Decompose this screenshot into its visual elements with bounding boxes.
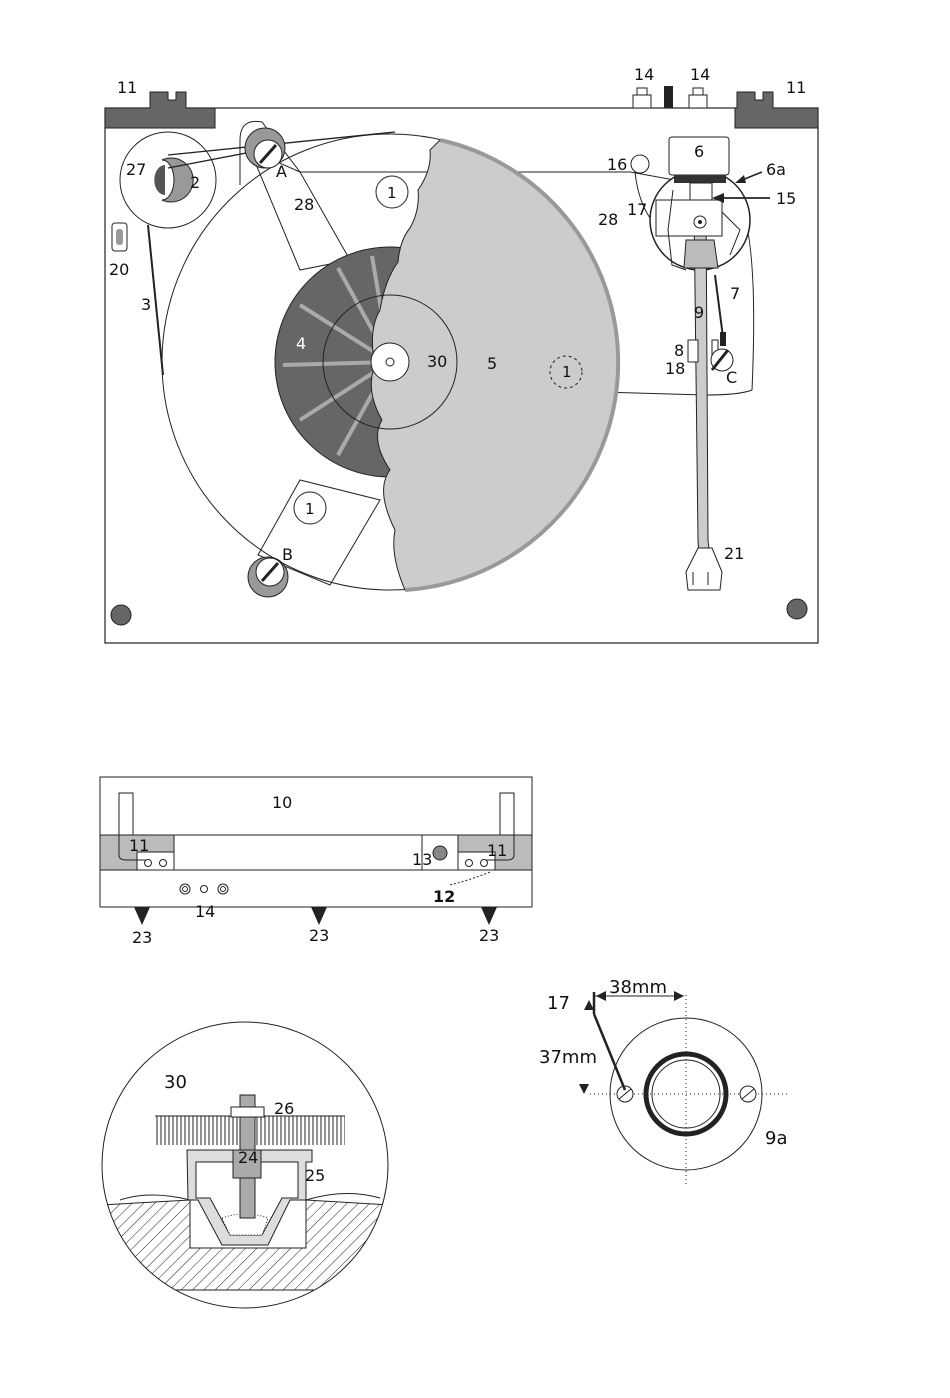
label-1-bottom: 1 (305, 500, 315, 518)
label-14-right: 14 (690, 65, 710, 84)
label-37mm: 37mm (539, 1047, 597, 1068)
label-23-middle: 23 (309, 926, 329, 945)
label-23-right: 23 (479, 926, 499, 945)
label-8: 8 (674, 341, 684, 360)
label-7: 7 (730, 284, 740, 303)
front-view: 10 11 11 13 14 12 23 23 23 (100, 777, 532, 947)
label-28-left: 28 (294, 195, 314, 214)
label-3: 3 (141, 295, 151, 314)
bearing-block (656, 200, 722, 236)
foot-23-middle (311, 907, 327, 925)
label-17: 17 (627, 200, 647, 219)
label-27: 27 (126, 160, 146, 179)
label-detail-30: 30 (164, 1072, 187, 1093)
detail-30: 30 26 24 25 (100, 1022, 390, 1308)
label-26: 26 (274, 1099, 294, 1118)
label-10: 10 (272, 793, 292, 812)
label-11-left: 11 (117, 78, 137, 97)
label-9a-17: 17 (547, 993, 570, 1014)
lid (100, 777, 532, 835)
motor-housing (120, 132, 216, 228)
foot-left (111, 605, 131, 625)
label-1-right: 1 (562, 363, 572, 381)
label-6: 6 (694, 142, 704, 161)
label-1-top: 1 (387, 184, 397, 202)
detail-9a: 17 38mm 37mm 9a (539, 977, 790, 1185)
foot-23-left (134, 907, 150, 925)
label-16: 16 (607, 155, 627, 174)
top-view: 11 11 14 14 27 2 A 28 1 20 3 4 30 5 1 1 … (105, 65, 818, 643)
label-front-11-left: 11 (129, 836, 149, 855)
label-21: 21 (724, 544, 744, 563)
rca-connectors (633, 86, 707, 108)
label-13: 13 (412, 850, 432, 869)
label-4: 4 (296, 334, 306, 353)
label-30: 30 (427, 352, 447, 371)
label-24: 24 (238, 1148, 258, 1167)
label-5: 5 (487, 354, 497, 373)
hinge-right (735, 92, 818, 128)
label-23-left: 23 (132, 928, 152, 947)
label-18: 18 (665, 359, 685, 378)
label-a: A (276, 162, 287, 181)
label-20: 20 (109, 260, 129, 279)
label-28-right: 28 (598, 210, 618, 229)
label-9a: 9a (765, 1128, 787, 1149)
label-c: C (726, 368, 737, 387)
foot-23-right (481, 907, 497, 925)
hinge-left (105, 92, 215, 128)
label-11-right: 11 (786, 78, 806, 97)
label-9: 9 (694, 303, 704, 322)
label-b: B (282, 545, 293, 564)
label-12: 12 (433, 887, 455, 906)
label-15: 15 (776, 189, 796, 208)
label-6a: 6a (766, 160, 786, 179)
knob-13 (433, 846, 447, 860)
label-2: 2 (190, 173, 200, 192)
label-front-11-right: 11 (487, 841, 507, 860)
arm-lift (631, 155, 649, 173)
label-14-front: 14 (195, 902, 215, 921)
arm-rest (688, 340, 698, 362)
foot-right (787, 599, 807, 619)
rca-front (180, 884, 228, 894)
label-25: 25 (305, 1166, 325, 1185)
label-38mm: 38mm (609, 977, 667, 998)
label-14-left: 14 (634, 65, 654, 84)
